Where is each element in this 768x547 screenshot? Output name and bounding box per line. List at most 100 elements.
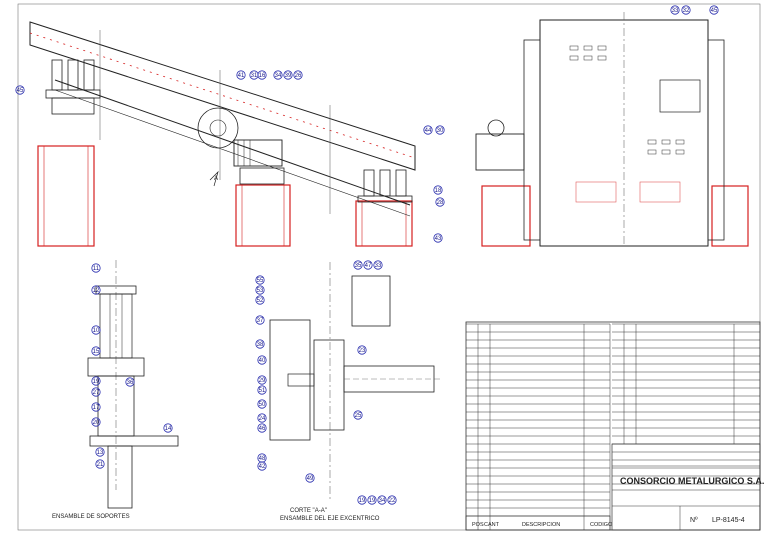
- balloon-number: 45: [17, 88, 24, 94]
- balloon-callout: 12: [91, 285, 101, 295]
- end-slot-pattern-top: [569, 45, 607, 61]
- balloon-number: 43: [435, 236, 442, 242]
- balloon-number: 32: [683, 8, 690, 14]
- screen-deck: [29, 21, 416, 171]
- balloon-callout: 17: [91, 402, 101, 412]
- end-slot-pattern-bottom: [647, 139, 685, 155]
- balloon-callout: 35: [353, 260, 363, 270]
- balloon-number: 18: [435, 188, 442, 194]
- balloon-number: 28: [437, 200, 444, 206]
- balloon-callout: 44: [423, 125, 433, 135]
- balloon-callout: 45: [709, 5, 719, 15]
- balloon-number: 19: [93, 379, 100, 385]
- balloon-number: 24: [259, 416, 266, 422]
- balloon-callout: 22: [387, 495, 397, 505]
- balloon-callout: 18: [433, 185, 443, 195]
- balloon-number: 19: [369, 498, 376, 504]
- balloon-number: 13: [97, 450, 104, 456]
- balloon-callout: 33: [373, 260, 383, 270]
- balloon-number: 51: [259, 388, 266, 394]
- balloon-callout: 49: [305, 473, 315, 483]
- left-support-post: [37, 145, 95, 247]
- balloon-callout: 46: [257, 423, 267, 433]
- balloon-callout: 42: [257, 461, 267, 471]
- balloon-callout: 19: [367, 495, 377, 505]
- balloon-number: 46: [259, 426, 266, 432]
- balloon-number: 15: [93, 349, 100, 355]
- balloon-callout: 41: [236, 70, 246, 80]
- balloon-callout: 26: [293, 70, 303, 80]
- balloon-number: 40: [259, 358, 266, 364]
- balloon-number: 39: [285, 73, 292, 79]
- balloon-number: 37: [257, 318, 264, 324]
- balloon-number: 38: [257, 342, 264, 348]
- balloon-callout: 13: [95, 447, 105, 457]
- balloon-callout: 39: [283, 70, 293, 80]
- balloon-number: 41: [238, 73, 245, 79]
- drive-motor: [233, 139, 283, 167]
- balloon-callout: 34: [377, 495, 387, 505]
- balloon-number: 53: [257, 288, 264, 294]
- balloon-number: 30: [437, 128, 444, 134]
- drawing-frame: [17, 3, 761, 531]
- balloon-callout: 36: [125, 377, 135, 387]
- section-aa-view: CORTE "A-A" ENSAMBLE DEL EJE EXCENTRICO: [269, 262, 440, 522]
- eccentric-shaft-housing: [313, 339, 345, 431]
- balloon-number: 27: [93, 390, 100, 396]
- section-caption-2: ENSAMBLE DEL EJE EXCENTRICO: [280, 516, 380, 522]
- balloon-callout: 52: [255, 295, 265, 305]
- balloon-number: 22: [389, 498, 396, 504]
- balloon-number: 34: [379, 498, 386, 504]
- balloon-callout: 31: [249, 70, 259, 80]
- balloon-callout: 34: [273, 70, 283, 80]
- balloon-number: 31: [251, 73, 258, 79]
- balloon-number: 11: [93, 266, 100, 272]
- exciter-housing: [197, 107, 239, 149]
- parts-list-table: [466, 323, 760, 530]
- side-view: A: [29, 21, 416, 247]
- balloon-number: 48: [259, 456, 266, 462]
- balloon-callout: 48: [257, 453, 267, 463]
- balloon-callout: 24: [257, 413, 267, 423]
- balloon-callout: 23: [357, 345, 367, 355]
- balloon-number: 20: [93, 420, 100, 426]
- balloon-number: 50: [259, 402, 266, 408]
- balloon-number: 23: [359, 348, 366, 354]
- balloon-callout: 16: [257, 70, 267, 80]
- balloon-callout: 10: [91, 325, 101, 335]
- left-spring-group: [45, 59, 101, 115]
- balloon-number: 47: [365, 263, 372, 269]
- balloon-number: 26: [295, 73, 302, 79]
- balloon-callout: 38: [255, 339, 265, 349]
- balloon-number: 34: [275, 73, 282, 79]
- balloon-callout: 30: [435, 125, 445, 135]
- balloon-number: 19: [359, 498, 366, 504]
- hatched-area-left: [575, 181, 617, 203]
- balloon-number: 33: [375, 263, 382, 269]
- balloon-callout: 15: [91, 346, 101, 356]
- balloon-callout: 28: [435, 197, 445, 207]
- balloon-callout: 55: [255, 275, 265, 285]
- supports-assembly-view: ENSAMBLE DE SOPORTES: [52, 260, 179, 520]
- balloon-callout: 21: [95, 459, 105, 469]
- balloon-number: 49: [307, 476, 314, 482]
- end-right-support: [711, 185, 749, 247]
- end-frame: [539, 19, 709, 247]
- supports-caption: ENSAMBLE DE SOPORTES: [52, 514, 130, 520]
- end-motor: [475, 133, 525, 171]
- table-header-pos: POS: [472, 522, 484, 528]
- balloon-callout: 40: [257, 355, 267, 365]
- balloon-number: 33: [672, 8, 679, 14]
- balloon-number: 17: [93, 405, 100, 411]
- balloon-number: 45: [711, 8, 718, 14]
- drawing-number: LP-8145-4: [712, 517, 745, 524]
- balloon-callout: 45: [15, 85, 25, 95]
- balloon-number: 16: [259, 73, 266, 79]
- balloon-number: 55: [257, 278, 264, 284]
- balloon-number: 14: [165, 426, 172, 432]
- title-block: POS CANT DESCRIPCION CODIGO CONSORCIO ME…: [465, 321, 764, 531]
- balloon-callout: 25: [353, 410, 363, 420]
- balloon-number: 29: [259, 378, 266, 384]
